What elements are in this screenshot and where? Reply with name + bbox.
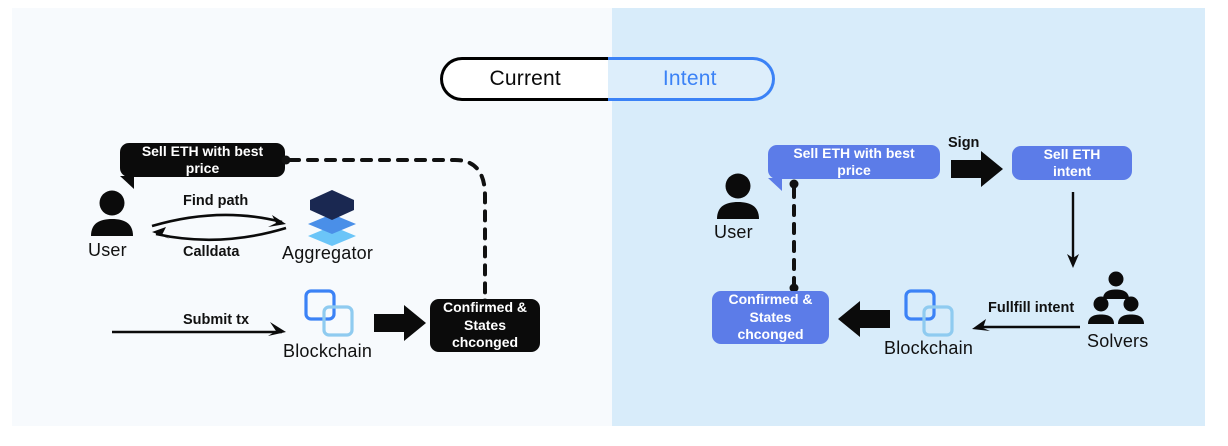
- toggle-label-intent: Intent: [662, 67, 717, 90]
- calldata-arrow: [152, 226, 287, 242]
- intent-thick-arrow: [838, 301, 890, 337]
- current-thick-arrow: [374, 305, 426, 341]
- submit-tx-label: Submit tx: [183, 312, 250, 328]
- intent-blockchain-icon: [904, 289, 954, 337]
- intent-dotted-path: [789, 179, 799, 293]
- aggregator-label: Aggregator: [282, 243, 374, 263]
- toggle-label-current: Current: [489, 67, 561, 90]
- sign-thick-arrow: [951, 151, 1003, 187]
- intent-request-bubble: Sell ETH with best price: [768, 145, 940, 179]
- current-confirmed-line1: Confirmed &: [443, 299, 527, 316]
- intent-confirmed-line2: States chconged: [737, 308, 804, 343]
- submit-tx-arrow: [112, 322, 286, 336]
- sell-eth-intent-text: Sell ETH intent: [1043, 145, 1101, 180]
- fullfill-intent-label: Fullfill intent: [988, 300, 1075, 316]
- intent-confirmed-box: Confirmed & States chconged: [712, 291, 829, 344]
- intent-to-solvers-arrow: [1067, 192, 1079, 268]
- current-request-bubble-tail: [120, 176, 134, 189]
- mode-toggle[interactable]: Current Intent: [440, 57, 775, 101]
- sign-label: Sign: [948, 135, 980, 151]
- sell-eth-intent-box: Sell ETH intent: [1012, 146, 1132, 180]
- find-path-arrow: [151, 213, 286, 228]
- intent-blockchain-label: Blockchain: [884, 338, 974, 358]
- current-confirmed-box: Confirmed & States chconged: [430, 299, 540, 352]
- toggle-option-current[interactable]: Current: [440, 57, 608, 101]
- current-request-bubble: Sell ETH with best price: [120, 143, 285, 177]
- user-icon: [91, 190, 133, 236]
- fullfill-intent-arrow: [972, 319, 1080, 331]
- current-user-label: User: [88, 240, 127, 260]
- aggregator-stack-icon: [308, 190, 356, 246]
- current-confirmed-line2: States chconged: [451, 316, 519, 351]
- current-blockchain-label: Blockchain: [283, 341, 373, 361]
- intent-request-bubble-tail: [768, 178, 782, 191]
- intent-request-text: Sell ETH with best price: [793, 144, 915, 179]
- intent-confirmed-line1: Confirmed &: [728, 291, 813, 308]
- blockchain-blocks-icon: [304, 289, 354, 337]
- current-request-text: Sell ETH with best price: [141, 142, 264, 177]
- toggle-option-intent[interactable]: Intent: [607, 57, 775, 101]
- find-path-label: Find path: [183, 193, 249, 209]
- intent-user-label: User: [714, 222, 753, 242]
- calldata-label: Calldata: [183, 244, 240, 260]
- intent-user-icon: [717, 173, 759, 219]
- solvers-label: Solvers: [1087, 331, 1149, 351]
- solvers-group-icon: [1088, 271, 1144, 324]
